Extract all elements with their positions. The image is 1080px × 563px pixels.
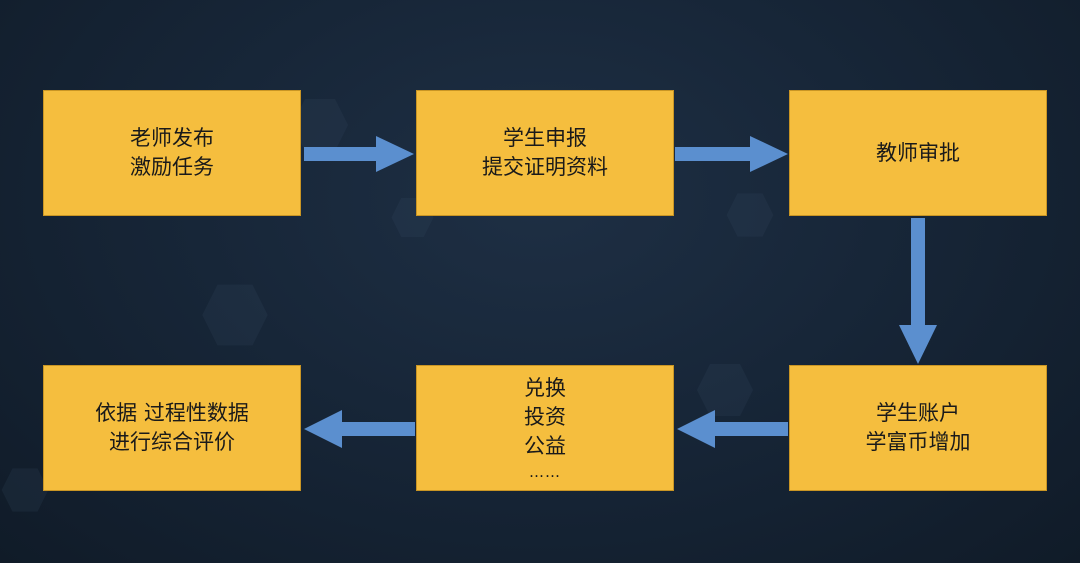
background-hexagon <box>697 364 753 416</box>
node-line: 进行综合评价 <box>109 430 235 454</box>
node-line: 学富币增加 <box>865 430 971 454</box>
node-line: 学生账户 <box>876 401 960 425</box>
arrow-n2-to-n3 <box>675 136 788 172</box>
node-line-ellipsis: …… <box>529 462 561 481</box>
background-hexagon <box>292 99 348 151</box>
node-line: 兑换 <box>524 375 566 400</box>
node-evaluation: 依据 过程性数据 进行综合评价 <box>43 365 301 491</box>
arrow-n4-to-n5 <box>677 410 788 448</box>
node-teacher-approve: 教师审批 <box>789 90 1047 216</box>
node-line: 公益 <box>524 433 566 458</box>
node-account-increase: 学生账户 学富币增加 <box>789 365 1047 491</box>
background-hexagon <box>202 284 268 346</box>
arrow-n5-to-n6 <box>304 410 415 448</box>
node-student-apply: 学生申报 提交证明资料 <box>416 90 674 216</box>
node-redeem-options: 兑换 投资 公益 …… <box>416 365 674 491</box>
arrow-n1-to-n2 <box>304 136 414 172</box>
background-hexagon <box>1 468 49 512</box>
node-line: 教师审批 <box>876 140 960 165</box>
node-line: 老师发布 <box>130 126 214 150</box>
node-line: 投资 <box>524 404 566 429</box>
background-hexagon <box>726 193 774 237</box>
node-line: 激励任务 <box>130 155 214 179</box>
node-line: 依据 过程性数据 <box>95 401 249 425</box>
node-teacher-publish: 老师发布 激励任务 <box>43 90 301 216</box>
node-line: 学生申报 <box>503 126 587 150</box>
node-line: 提交证明资料 <box>482 155 608 179</box>
arrow-n3-to-n4 <box>899 218 937 364</box>
